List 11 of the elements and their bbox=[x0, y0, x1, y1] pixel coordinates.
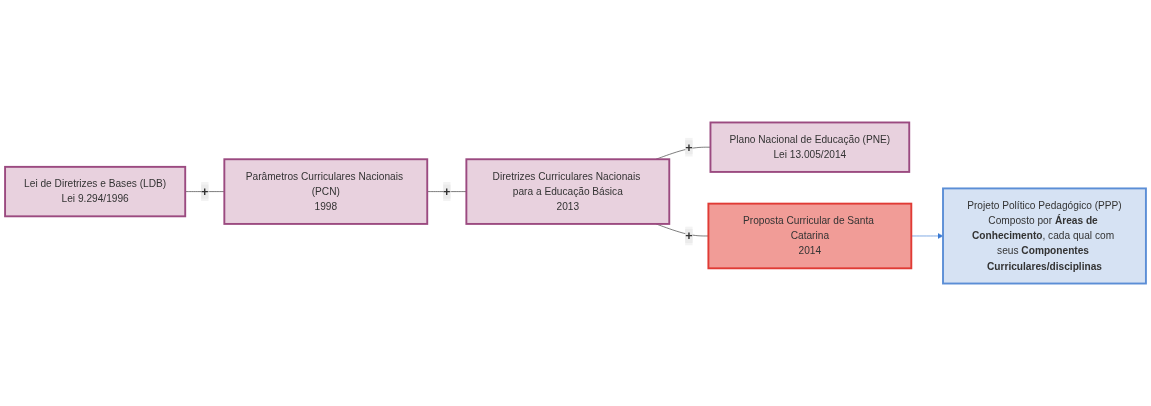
node-box: Projeto Político Pedagógico (PPP) Composto por Áreas de Conhecimento, cada qual com seus Componentes Curriculares/disciplinas bbox=[942, 187, 1147, 285]
edge-label: + bbox=[685, 229, 693, 243]
edge-label: + bbox=[201, 184, 209, 199]
edge-label: + bbox=[685, 140, 693, 155]
node-box: Proposta Curricular de Santa Catarina 2014 bbox=[707, 202, 913, 270]
node-box: Parâmetros Curriculares Nacionais (PCN) 1998 bbox=[223, 158, 429, 225]
connector bbox=[655, 223, 709, 237]
node-box: Diretrizes Curriculares Nacionais para a Educação Básica 2013 bbox=[465, 158, 671, 225]
node-box: Plano Nacional de Educação (PNE) Lei 13.005/2014 bbox=[709, 121, 911, 173]
edge-label: + bbox=[443, 184, 451, 199]
node-box: Lei de Diretrizes e Bases (LDB) Lei 9.294/1996 bbox=[4, 165, 187, 218]
